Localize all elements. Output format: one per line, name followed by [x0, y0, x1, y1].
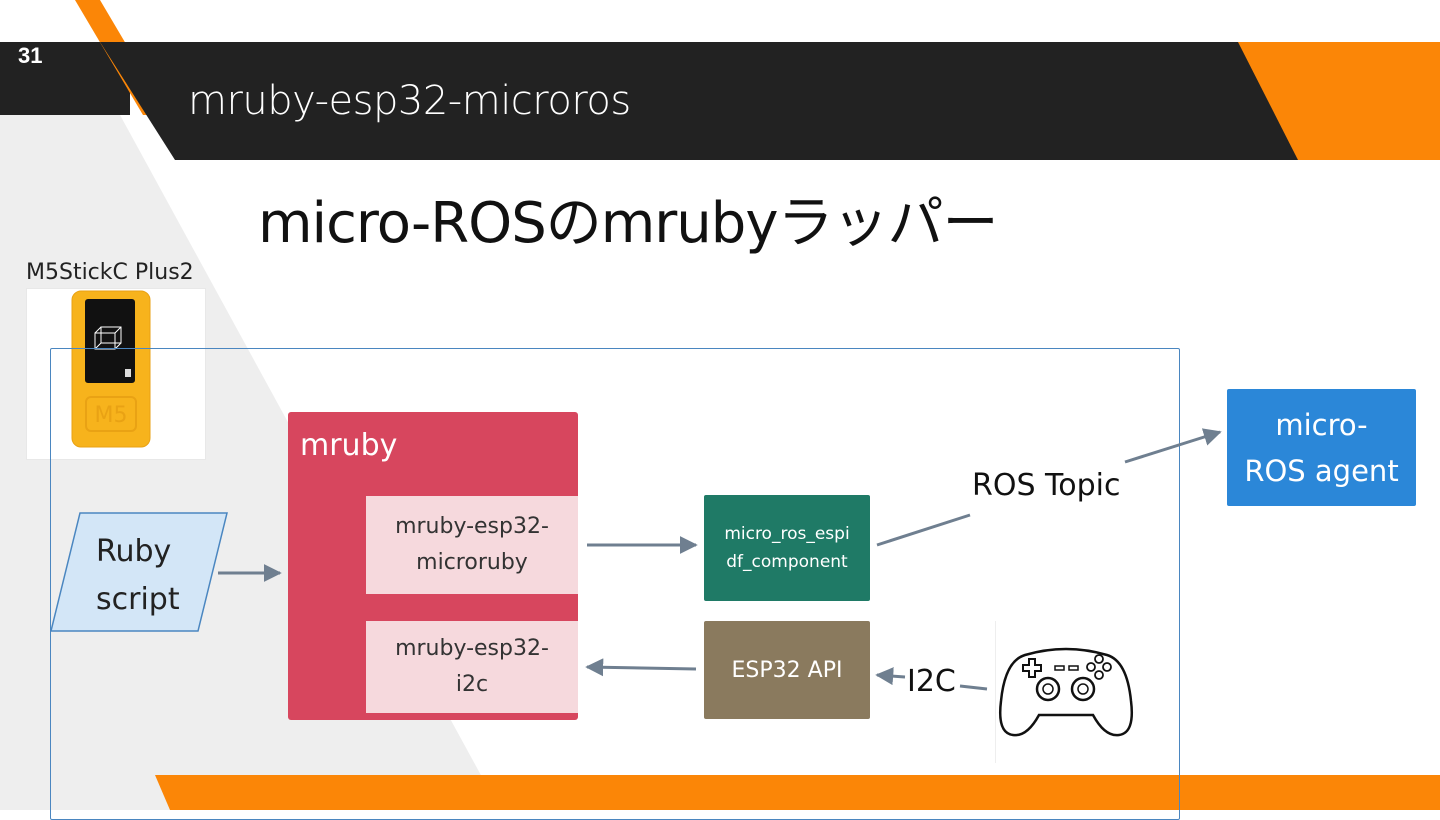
header-orange-right-band: [1238, 42, 1440, 160]
module-microruby: mruby-esp32- microruby: [366, 496, 578, 594]
module-i2c: mruby-esp32- i2c: [366, 621, 578, 713]
device-photo: M5: [26, 288, 206, 460]
ruby-script-shape: [50, 512, 228, 632]
micro-ros-component-block: micro_ros_espi df_component: [704, 495, 870, 601]
ros-topic-label: ROS Topic: [972, 468, 1121, 503]
device-label: M5StickC Plus2: [26, 260, 194, 285]
page-title: micro-ROSのmrubyラッパー: [258, 191, 998, 256]
header-bar: [100, 42, 1440, 160]
esp32-api-block: ESP32 API: [704, 621, 870, 719]
i2c-label: I2C: [907, 664, 956, 699]
gamepad-icon: [994, 621, 1133, 763]
slide-number-bar: [0, 42, 130, 115]
m5-logo: M5: [95, 403, 128, 428]
ruby-script-label: Ruby script: [96, 534, 180, 617]
slide-number: 31: [18, 43, 43, 68]
header-title: mruby-esp32-microros: [188, 78, 631, 124]
footer-orange-band: [155, 775, 1440, 810]
gamepad-image: [994, 621, 1137, 763]
mruby-label: mruby: [300, 428, 398, 463]
micro-ros-agent-block: micro- ROS agent: [1227, 389, 1416, 506]
